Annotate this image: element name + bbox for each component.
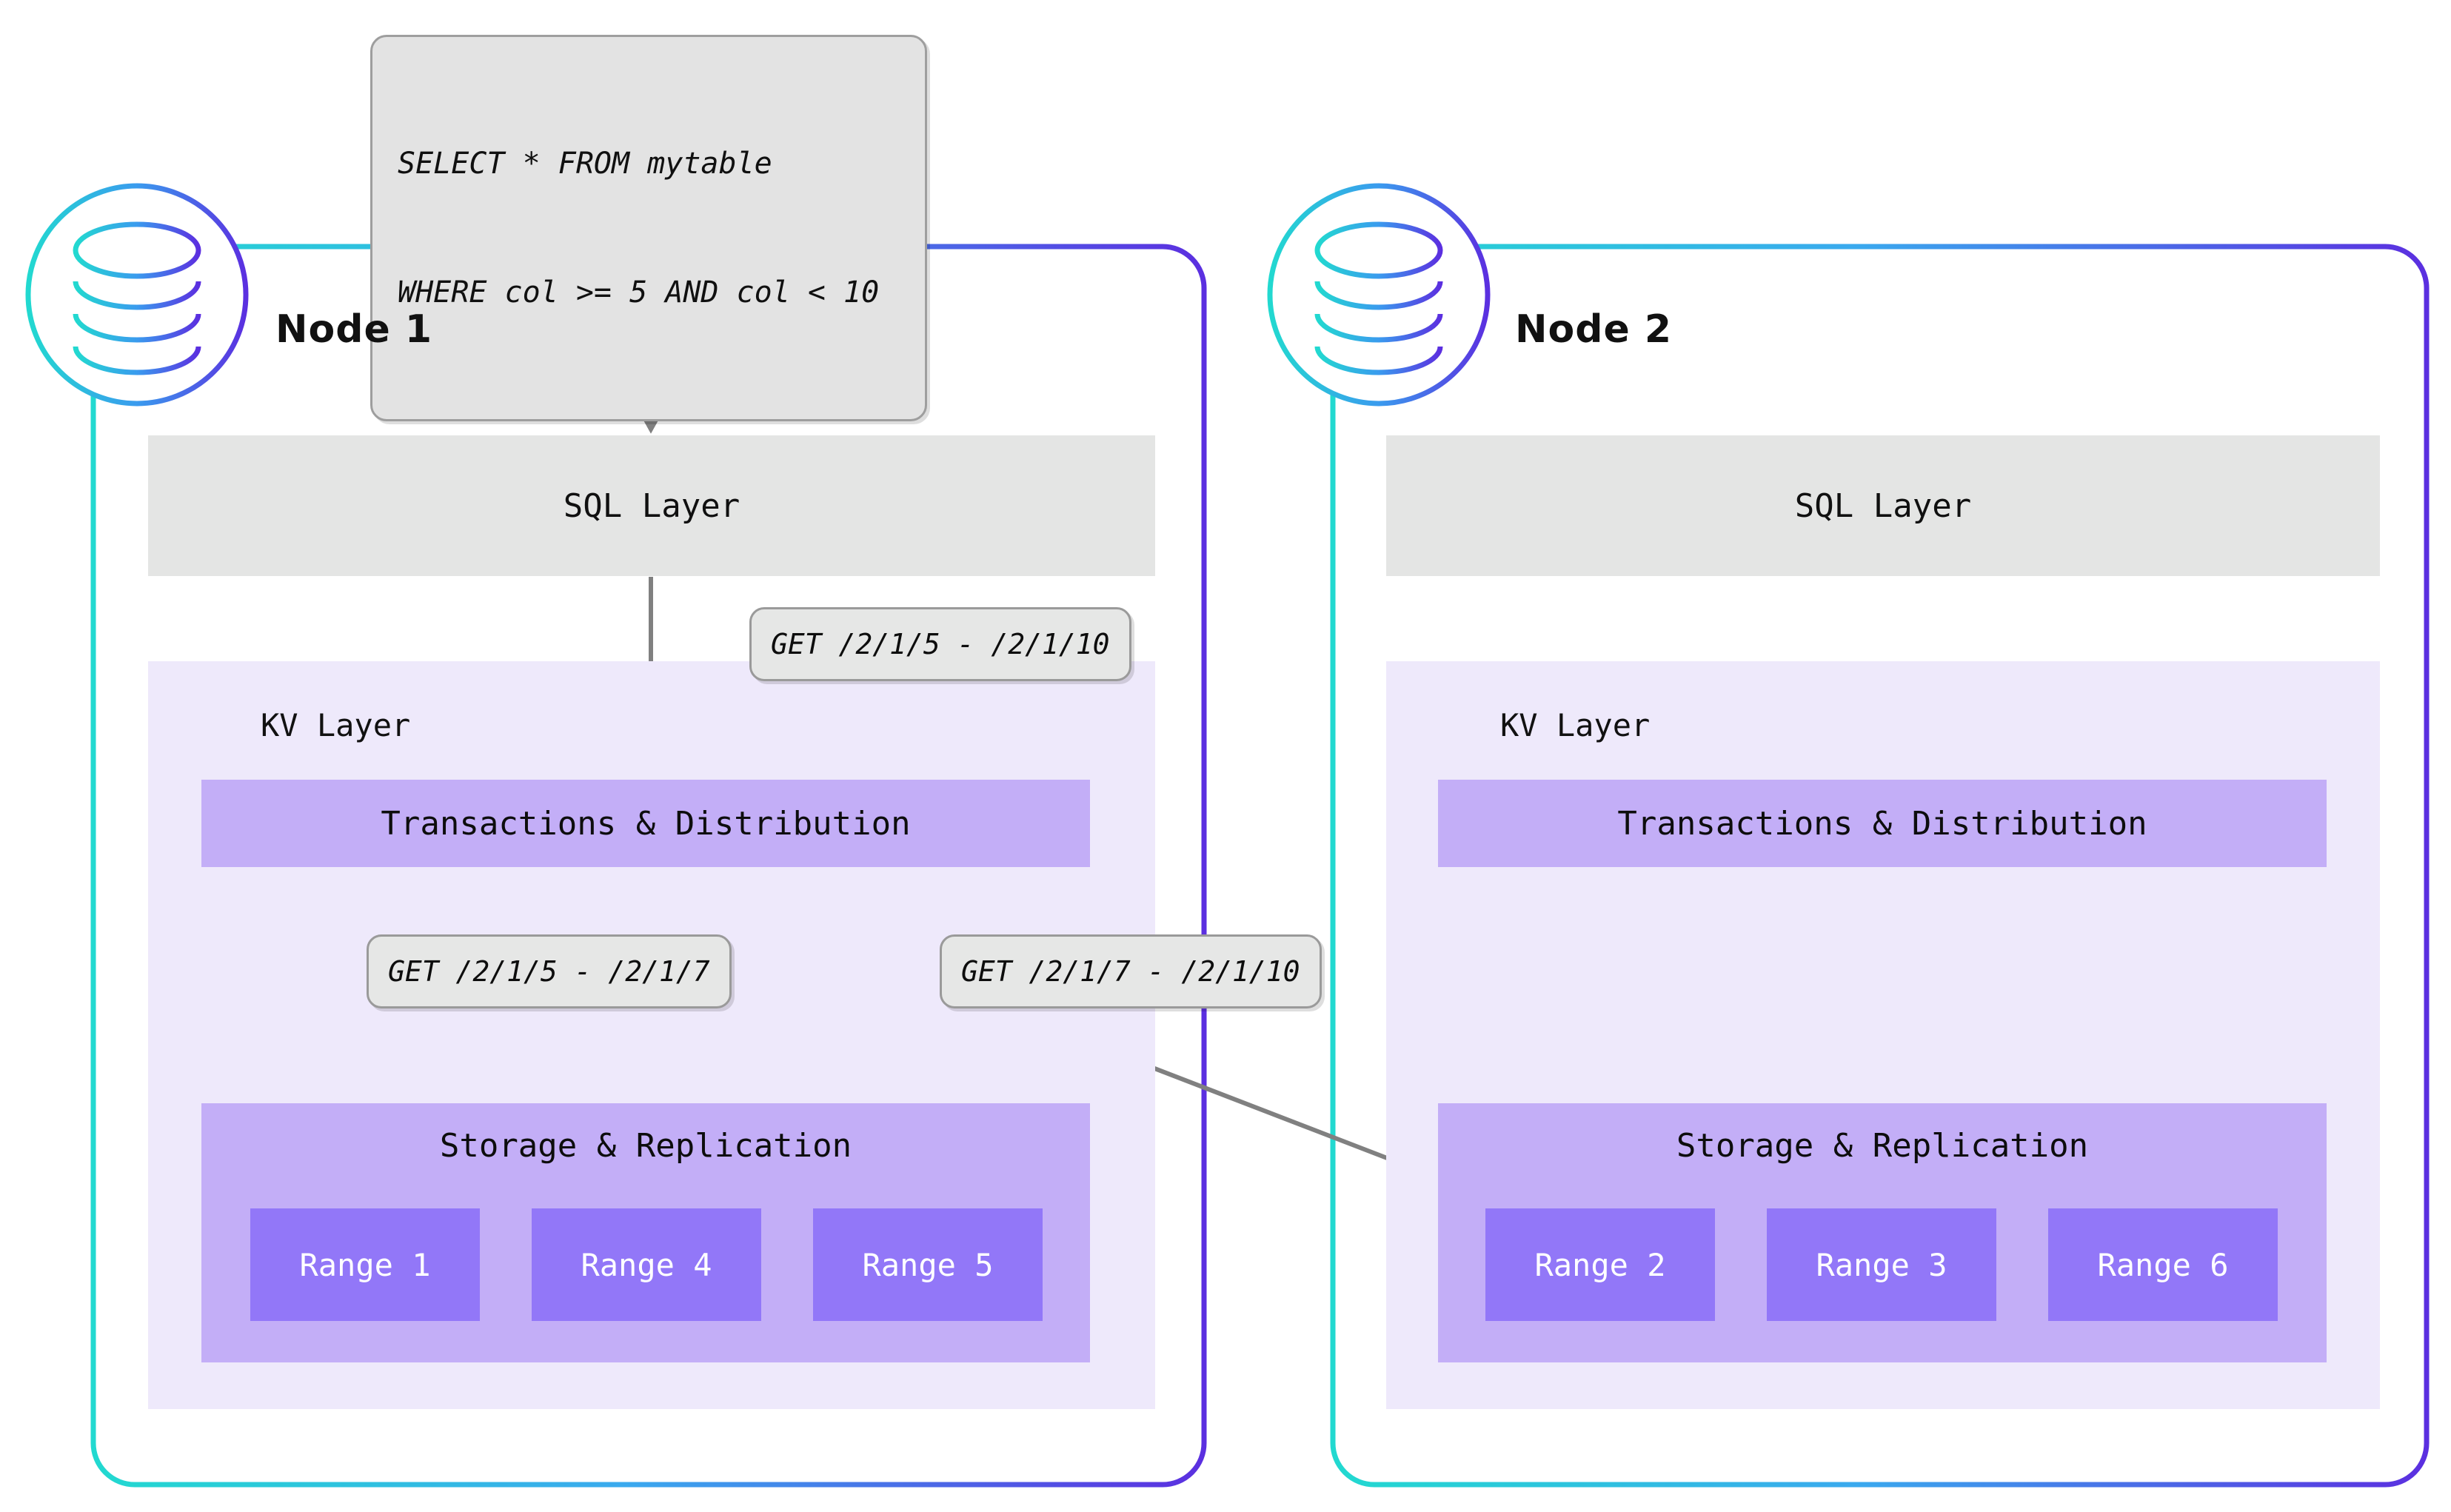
node-1-range-4[interactable]: Range 4 [532, 1208, 761, 1321]
node-2-range-6[interactable]: Range 6 [2048, 1208, 2278, 1321]
get-label-remote-range: GET /2/1/7 - /2/1/10 [940, 934, 1322, 1008]
sql-query-callout: SELECT * FROM mytable WHERE col >= 5 AND… [370, 35, 927, 421]
node-2-kv-layer-label: KV Layer [1500, 707, 1651, 743]
node-1-transactions-distribution: Transactions & Distribution [201, 780, 1090, 867]
node-1-kv-layer-label: KV Layer [261, 707, 411, 743]
node-1-title: Node 1 [275, 307, 433, 352]
get-label-sql-to-kv: GET /2/1/5 - /2/1/10 [749, 607, 1131, 681]
node-1-sql-layer: SQL Layer [148, 435, 1155, 576]
database-icon-node-2 [1267, 183, 1491, 407]
node-2-title: Node 2 [1515, 307, 1673, 352]
get-label-local-range: GET /2/1/5 - /2/1/7 [367, 934, 732, 1008]
node-1-range-1[interactable]: Range 1 [250, 1208, 480, 1321]
node-1-range-5[interactable]: Range 5 [813, 1208, 1043, 1321]
sql-query-line-2: WHERE col >= 5 AND col < 10 [398, 275, 880, 310]
node-2-sql-layer: SQL Layer [1386, 435, 2380, 576]
node-1-storage-label: Storage & Replication [439, 1127, 852, 1165]
node-2-range-3[interactable]: Range 3 [1767, 1208, 1996, 1321]
node-2-range-2[interactable]: Range 2 [1485, 1208, 1715, 1321]
database-icon-node-1 [25, 183, 249, 407]
sql-query-line-1: SELECT * FROM mytable [398, 147, 772, 181]
node-2-transactions-distribution: Transactions & Distribution [1438, 780, 2327, 867]
node-2-storage-label: Storage & Replication [1676, 1127, 2089, 1165]
